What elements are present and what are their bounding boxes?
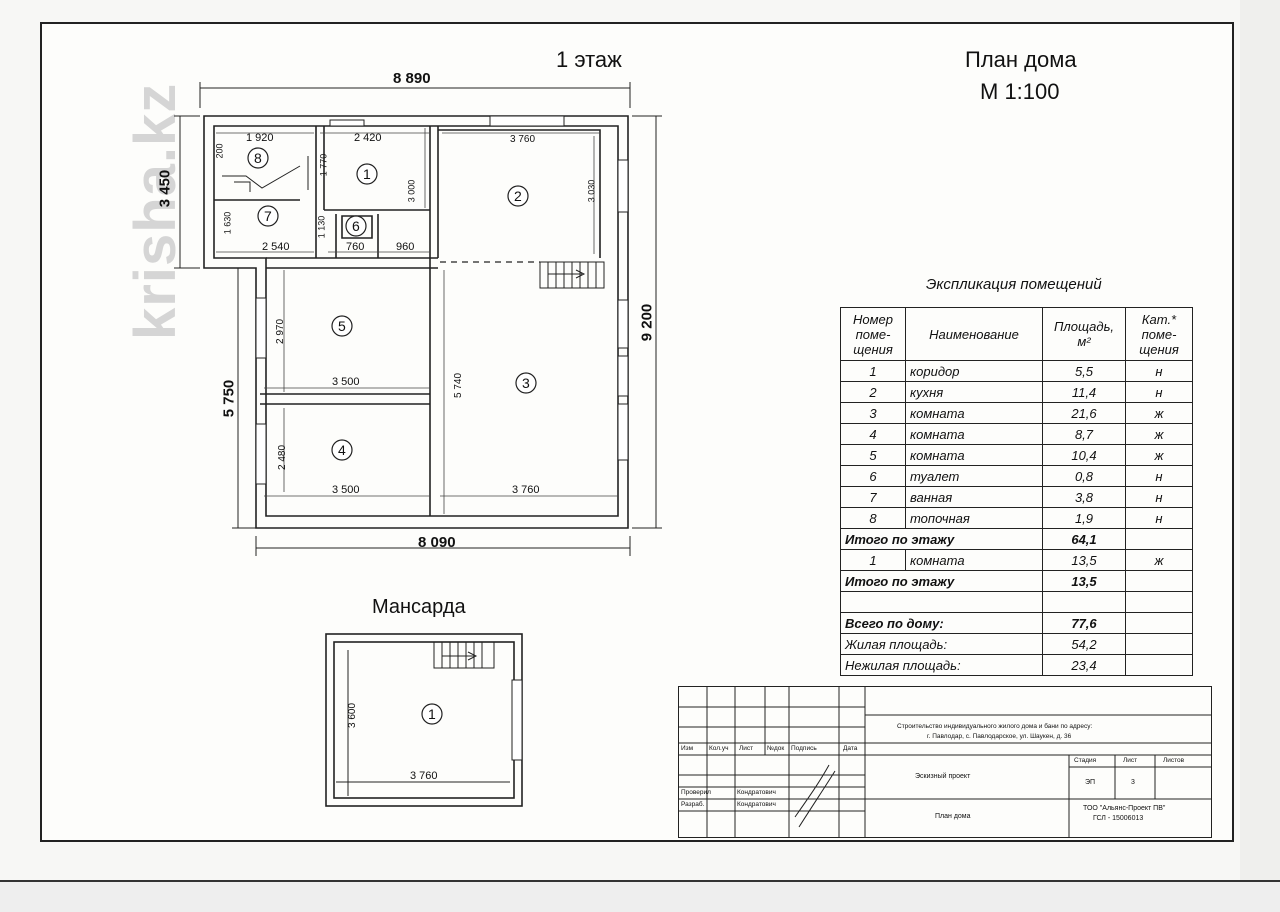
stamp-col-date: Дата [843,745,858,752]
dim-left-upper: 3 450 [156,169,174,208]
stamp-col-count: Кол.уч [709,745,729,752]
stamp-drawing-name: План дома [935,813,971,820]
plan-scale: М 1:100 [980,79,1060,104]
dim-bottom-width: 8 090 [418,534,456,551]
stamp-developed-label: Разраб. [681,801,705,808]
stamp-col-doc: №док [767,745,785,752]
stamp-developed-name: Кондратович [737,801,776,808]
inner-dim: 2 480 [277,444,289,471]
title-block-grid [679,687,1211,837]
stamp-checked-label: Проверил [681,789,711,796]
room-number-1: 1 [363,166,371,182]
attic-title: Мансарда [372,596,466,618]
inner-dim: 3 760 [512,484,540,496]
inner-dim: 3 500 [332,484,360,496]
explication-title: Экспликация помещений [926,276,1102,293]
stamp-col-sheet: Лист [739,745,754,752]
room-number-8: 8 [254,150,262,166]
stamp-license: ГСЛ - 15006013 [1093,815,1144,822]
inner-dim: 3 500 [332,376,360,388]
header-category: Кат.*поме-щения [1125,307,1193,361]
empty-row [840,591,1193,613]
stamp-col-change: Изм [681,745,694,752]
stamp-checked-name: Кондратович [737,789,776,796]
attic-dim-width: 3 760 [410,770,438,782]
room-number-6: 6 [352,218,360,234]
attic-room-number: 1 [428,706,436,722]
header-name: Наименование [905,307,1043,361]
inner-dim: 1 630 [222,211,233,235]
room-number-4: 4 [338,442,346,458]
inner-dim: 2 420 [354,132,382,144]
inner-dim: 960 [396,241,415,253]
stamp-project-description: Строительство индивидуального жилого дом… [897,723,1093,730]
header-area: Площадь,м² [1042,307,1126,361]
floor-title: 1 этаж [556,47,622,72]
stamp-project-type: Эскизный проект [915,773,971,780]
living-area-row: Жилая площадь:54,2 [840,633,1193,655]
inner-dim: 5 740 [453,372,465,399]
house-total-row: Всего по дому:77,6 [840,612,1193,634]
room-number-5: 5 [338,318,346,334]
dim-left-lower: 5 750 [220,379,238,418]
nonliving-area-row: Нежилая площадь:23,4 [840,654,1193,676]
scan-margin [1240,0,1280,912]
room-number-2: 2 [514,188,522,204]
room-number-3: 3 [522,375,530,391]
inner-dim: 2 970 [275,318,287,345]
title-block: Изм Кол.уч Лист №док Подпись Дата Строит… [678,686,1212,838]
inner-dim: 1 130 [316,215,327,239]
inner-dim: 3 030 [586,179,597,203]
inner-dim: 3 000 [406,179,417,203]
plan-title: План дома [965,47,1077,72]
dim-top-width: 8 890 [393,70,431,87]
stamp-project-address: г. Павлодар, с. Павлодарское, ул. Шаукен… [927,733,1072,740]
scan-edge-line [0,880,1280,882]
stamp-sheets-label: Листов [1163,757,1185,764]
room-number-7: 7 [264,208,272,224]
stamp-company: ТОО "Альянс-Проект ПВ" [1083,805,1166,812]
dim-right-height: 9 200 [638,303,656,342]
inner-dim: 3 760 [510,134,536,145]
stamp-stage-label: Стадия [1074,757,1097,764]
stamp-col-signature: Подпись [791,745,817,752]
inner-dim: 2 540 [262,241,290,253]
attic-dim-height: 3 600 [347,702,359,729]
inner-dim: 760 [346,241,365,253]
scan-margin-bottom [0,882,1280,912]
inner-dim: 200 [214,143,225,159]
stamp-sheet-label: Лист [1123,757,1138,764]
inner-dim: 1 770 [318,153,329,177]
stamp-stage-value: ЭП [1085,779,1096,786]
inner-dim: 1 920 [246,132,274,144]
stamp-sheet-value: 3 [1131,779,1135,786]
